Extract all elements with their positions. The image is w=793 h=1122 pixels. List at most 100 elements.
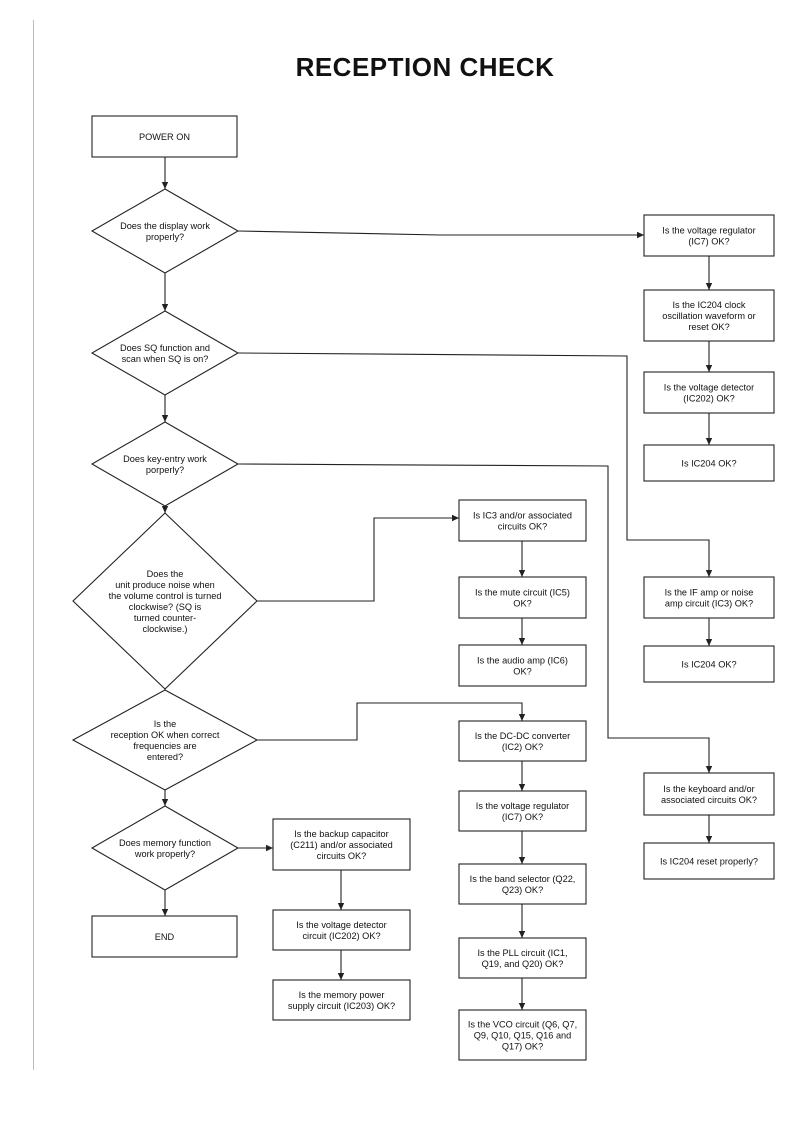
page-title: RECEPTION CHECK — [295, 52, 555, 82]
page-margin-rule — [33, 20, 34, 1070]
decision-diamond — [71, 689, 259, 791]
node-label-line: OK? — [513, 666, 531, 676]
node-c-vco: Is the VCO circuit (Q6, Q7,Q9, Q10, Q15,… — [458, 1009, 587, 1061]
decision-diamond — [90, 310, 240, 396]
node-label-line: clockwise? (SQ is — [129, 602, 202, 612]
node-label-line: Is the memory power — [299, 990, 385, 1000]
node-label-line: reception OK when correct — [111, 730, 220, 740]
process-box — [643, 289, 775, 342]
node-c-ic204a: Is IC204 OK? — [643, 444, 775, 482]
node-label-line: circuit (IC202) OK? — [302, 931, 380, 941]
connector-q_key-to-c_keyboard — [237, 463, 713, 773]
node-label-line: properly? — [146, 232, 184, 242]
node-label-line: Does the — [147, 569, 184, 579]
connector-q_reception-to-c_dcdc — [257, 702, 526, 741]
node-c-ic204reset: Is IC204 reset properly? — [643, 842, 775, 880]
process-box — [91, 915, 238, 958]
process-box — [272, 818, 411, 871]
node-label-line: Is IC204 OK? — [681, 659, 736, 669]
node-label-line: Q23) OK? — [502, 885, 543, 895]
node-label-line: clockwise.) — [143, 624, 188, 634]
node-label-line: reset OK? — [688, 322, 729, 332]
decision-diamond — [72, 512, 258, 690]
connector-q_sq-to-c_ifamp — [237, 352, 713, 577]
node-label-line: scan when SQ is on? — [122, 354, 209, 364]
node-label-line: Is the keyboard and/or — [663, 784, 754, 794]
process-box — [643, 842, 775, 880]
node-label-line: Is IC204 OK? — [681, 458, 736, 468]
node-c-band: Is the band selector (Q22,Q23) OK? — [458, 863, 587, 905]
node-label-line: Is the IF amp or noise — [665, 587, 754, 597]
process-box — [458, 790, 587, 832]
node-label-line: the volume control is turned — [109, 591, 222, 601]
node-label-line: END — [155, 932, 175, 942]
node-label-line: Q19, and Q20) OK? — [482, 959, 564, 969]
node-label-line: Is the backup capacitor — [294, 829, 388, 839]
process-box — [458, 644, 587, 687]
connectors — [161, 157, 713, 1010]
connector-q_noise-to-c_ic3 — [257, 514, 459, 602]
node-label-line: (IC7) OK? — [688, 236, 729, 246]
node-c-vdet1: Is the voltage detector(IC202) OK? — [643, 371, 775, 414]
node-label-line: Is the voltage detector — [664, 382, 754, 392]
node-label-line: Does memory function — [119, 838, 211, 848]
node-label-line: OK? — [513, 598, 531, 608]
node-label-line: Q9, Q10, Q15, Q16 and — [474, 1030, 572, 1040]
node-end: END — [91, 915, 238, 958]
process-box — [643, 772, 775, 816]
decision-diamond — [90, 805, 240, 891]
node-label-line: porperly? — [146, 465, 184, 475]
node-label-line: Q17) OK? — [502, 1041, 543, 1051]
process-box — [458, 576, 587, 619]
process-box — [643, 371, 775, 414]
node-label-line: Is the DC-DC converter — [475, 731, 570, 741]
node-label-line: frequencies are — [133, 741, 196, 751]
node-label-line: Is the voltage regulator — [476, 801, 569, 811]
connector-q_display-to-c_vreg1 — [237, 230, 644, 239]
node-label-line: Is the audio amp (IC6) — [477, 655, 568, 665]
node-label-line: Is the band selector (Q22, — [470, 874, 576, 884]
process-box — [458, 720, 587, 762]
node-label-line: Does key-entry work — [123, 454, 207, 464]
node-label-line: (IC7) OK? — [502, 812, 543, 822]
node-c-vreg1: Is the voltage regulator(IC7) OK? — [643, 214, 775, 257]
node-label-line: Is the voltage detector — [296, 920, 386, 930]
process-box — [91, 115, 238, 158]
node-label-line: unit produce noise when — [115, 580, 215, 590]
node-c-dcdc: Is the DC-DC converter(IC2) OK? — [458, 720, 587, 762]
process-box — [272, 979, 411, 1021]
node-c-backup: Is the backup capacitor(C211) and/or ass… — [272, 818, 411, 871]
process-box — [643, 645, 775, 683]
node-label-line: Is IC3 and/or associated — [473, 510, 572, 520]
decision-diamond — [90, 188, 240, 274]
node-label-line: (IC2) OK? — [502, 742, 543, 752]
node-label-line: entered? — [147, 752, 183, 762]
node-label-line: Is IC204 reset properly? — [660, 856, 758, 866]
node-label-line: (IC202) OK? — [683, 393, 735, 403]
node-label-line: circuits OK? — [498, 521, 548, 531]
node-label-line: Does the display work — [120, 221, 210, 231]
node-label-line: work properly? — [134, 849, 195, 859]
node-label-line: supply circuit (IC203) OK? — [288, 1001, 395, 1011]
node-c-vreg2: Is the voltage regulator(IC7) OK? — [458, 790, 587, 832]
node-c-audio: Is the audio amp (IC6)OK? — [458, 644, 587, 687]
node-c-ic204b: Is IC204 OK? — [643, 645, 775, 683]
process-box — [458, 937, 587, 979]
process-box — [643, 444, 775, 482]
node-label-line: oscillation waveform or — [662, 311, 755, 321]
node-c-mute: Is the mute circuit (IC5)OK? — [458, 576, 587, 619]
node-label-line: Is the voltage regulator — [662, 225, 755, 235]
process-box — [643, 214, 775, 257]
node-label-line: turned counter- — [134, 613, 196, 623]
process-box — [458, 499, 587, 542]
node-label-line: (C211) and/or associated — [290, 840, 392, 850]
